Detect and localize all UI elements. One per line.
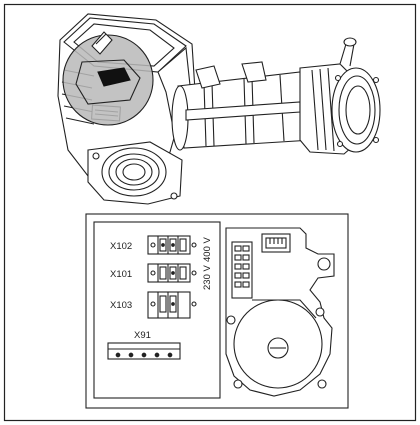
board-header-pins [234, 245, 250, 288]
header-pin [234, 263, 242, 270]
terminal-jumper [179, 238, 187, 252]
header-pin [234, 254, 242, 261]
header-pin [242, 263, 250, 270]
board-mount-hole [226, 315, 236, 325]
cover-plate [75, 59, 141, 105]
header-pin [242, 281, 250, 288]
wiring-diagram [85, 213, 349, 409]
connector-body [107, 342, 181, 360]
terminal-screw [171, 302, 175, 306]
terminal-strip-x103 [147, 291, 197, 319]
terminal-screw [191, 270, 197, 276]
board-mount-hole [317, 379, 327, 389]
motor-bracket [241, 61, 267, 83]
end-cap-bolt [336, 140, 344, 148]
terminal-jumper [159, 295, 167, 313]
header-pin [234, 272, 242, 279]
header-pin [234, 245, 242, 252]
terminal-screw [150, 270, 156, 276]
connector-pin [115, 352, 121, 358]
terminal-jumper [159, 266, 167, 280]
connector-pin [128, 352, 134, 358]
terminal-screw [191, 242, 197, 248]
end-cap-bolt [334, 74, 342, 82]
terminal-strip-x101 [147, 263, 197, 283]
board-mount-hole [315, 307, 325, 317]
end-cap-bolt [372, 76, 380, 84]
housing-rib [65, 117, 95, 125]
terminal-screw [171, 243, 175, 247]
board-trace [252, 299, 317, 319]
connector-pin [154, 352, 160, 358]
label-voltage-230: 230 V [202, 265, 213, 290]
brake-fin [311, 69, 319, 151]
outer-frame [3, 3, 417, 422]
brake-fin [327, 67, 335, 152]
connector-block [97, 67, 131, 87]
terminal-screw [161, 243, 165, 247]
cable-gland [91, 31, 113, 55]
header-pin [242, 254, 250, 261]
end-cap-bolt [372, 136, 380, 144]
label-x101: X101 [110, 269, 132, 280]
terminal-screw [150, 301, 156, 307]
board-mount-hole [233, 379, 243, 389]
terminal-strip-x102 [147, 235, 197, 255]
flange-bolt-hole [92, 152, 100, 160]
motor-illustration [57, 13, 381, 205]
header-pin [234, 281, 242, 288]
brake-fin [319, 68, 327, 151]
label-x91: X91 [134, 330, 151, 341]
header-pin [242, 272, 250, 279]
connector-pin [141, 352, 147, 358]
board-mount-hole [317, 257, 331, 271]
gland-line [95, 33, 107, 45]
connector-pin [167, 352, 173, 358]
release-lever-ring [343, 37, 357, 47]
connector-x91 [107, 342, 181, 360]
label-voltage-400: 400 V [202, 237, 213, 262]
terminal-screw [191, 301, 197, 307]
terminal-jumper [179, 266, 187, 280]
terminal-screw [171, 271, 175, 275]
release-lever [339, 43, 355, 67]
label-x102: X102 [110, 241, 132, 252]
label-x103: X103 [110, 300, 132, 311]
board-rj-socket-inner [265, 237, 287, 249]
header-pin [242, 245, 250, 252]
motor-bracket [195, 65, 221, 89]
end-cap-inner [345, 85, 371, 135]
flange-bolt-hole [170, 192, 178, 200]
terminal-screw [150, 242, 156, 248]
flange-bore-inner [122, 163, 146, 181]
